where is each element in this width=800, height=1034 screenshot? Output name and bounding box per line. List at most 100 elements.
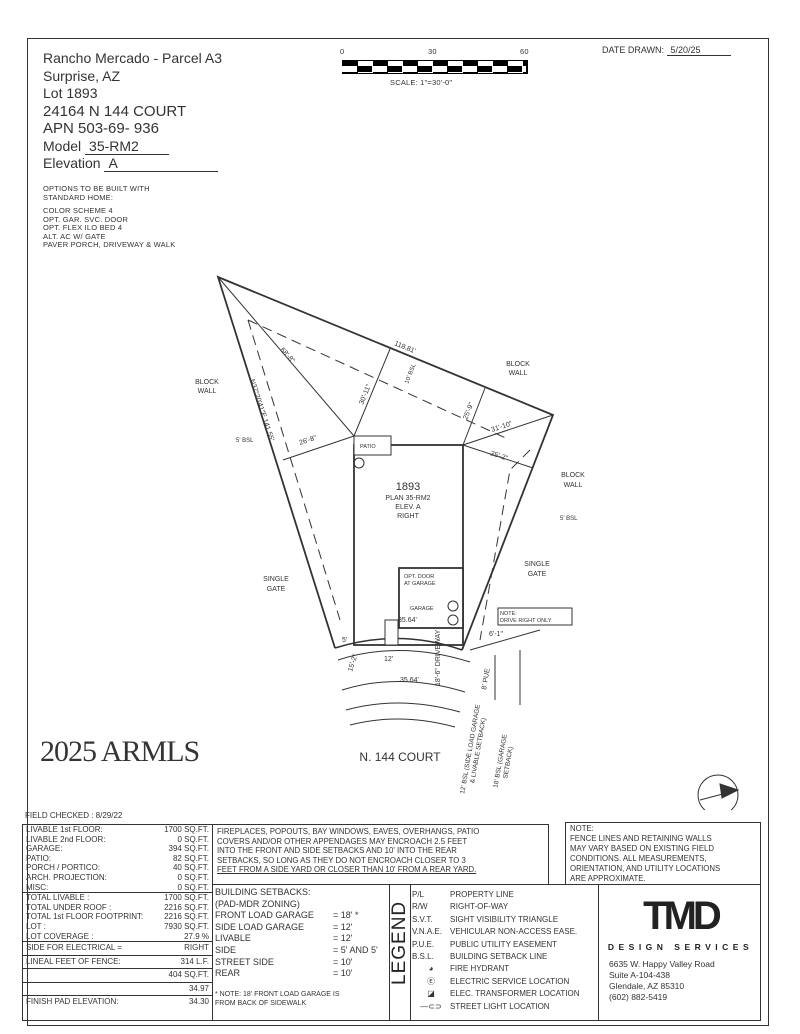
row-value: 0 SQ.FT. xyxy=(177,872,209,882)
setback-row: SIDE LOAD GARAGE= 12' xyxy=(215,921,353,932)
setback-row: FRONT LOAD GARAGE= 18' * xyxy=(215,910,359,921)
city: Surprise, AZ xyxy=(43,67,121,84)
legend-item: R/W RIGHT-OF-WAY xyxy=(412,901,598,913)
legend-text: ELEC. TRANSFORMER LOCATION xyxy=(450,989,580,999)
row-value: 0 SQ.FT. xyxy=(177,834,209,844)
table-row: TOTAL 1st FLOOR FOOTPRINT: 2216 SQ.FT. xyxy=(23,912,212,922)
row-value: 34.97 xyxy=(188,983,209,993)
table-row: GARAGE:394 SQ.FT. xyxy=(23,844,212,854)
single-gate-left: SINGLE xyxy=(263,576,289,583)
legend-symbol: Ⓔ xyxy=(427,976,435,986)
row-label: TOTAL 1st FLOOR FOOTPRINT: xyxy=(26,912,144,922)
row-value: 34.30 xyxy=(188,997,209,1007)
legend-text: SIGHT VISIBILITY TRIANGLE xyxy=(450,914,559,924)
row-value: 1700 SQ.FT. xyxy=(164,893,209,903)
legend-symbol: R/W xyxy=(412,902,428,912)
row-label: SIDE FOR ELECTRICAL = xyxy=(26,943,122,953)
garage-label: GARAGE xyxy=(410,606,434,612)
side-bsl-right: 5' BSL xyxy=(560,516,578,522)
rear-bsl: 10' BSL xyxy=(404,363,418,385)
street-name: N. 144 COURT xyxy=(359,750,441,764)
legend-text: STREET LIGHT LOCATION xyxy=(450,1001,550,1011)
legend-symbol: B.S.L. xyxy=(412,952,434,962)
row-value: 7930 SQ.FT. xyxy=(164,921,209,931)
legend-text: FIRE HYDRANT xyxy=(450,964,510,974)
dim-pue: 8' PUE xyxy=(481,668,492,691)
legend-symbol: P.U.E. xyxy=(412,939,435,949)
dim-driveway: 18'-6" DRIVEWAY xyxy=(435,629,442,686)
legend-item: B.S.L. BUILDING SETBACK LINE xyxy=(412,951,598,963)
side-label: RIGHT xyxy=(397,513,420,520)
page-border xyxy=(27,38,769,1026)
row-label: PORCH / PORTICO: xyxy=(26,863,101,873)
legend-text: BUILDING SETBACK LINE xyxy=(450,952,548,962)
legend-text: RIGHT-OF-WAY xyxy=(450,902,509,912)
row-label: LIVABLE 2nd FLOOR: xyxy=(26,834,106,844)
legend-text: PROPERTY LINE xyxy=(450,890,514,899)
legend-text: PUBLIC UTILITY EASEMENT xyxy=(450,939,557,949)
dim-d1: 68'-8" xyxy=(279,347,296,365)
legend-symbol: S.V.T. xyxy=(412,914,433,924)
row-value: 2216 SQ.FT. xyxy=(164,912,209,922)
setback-row: LIVABLE= 12' xyxy=(215,933,353,944)
row-value: 0 SQ.FT. xyxy=(177,882,209,892)
drive-note: DRIVE RIGHT ONLY xyxy=(500,618,552,624)
hose-bib-icon xyxy=(447,600,459,612)
elevation: Elevation A xyxy=(43,155,222,173)
table-row: TOTAL UNDER ROOF :2216 SQ.FT. xyxy=(23,903,212,913)
legend-item: Ⓔ ELECTRIC SERVICE LOCATION xyxy=(412,976,598,988)
dim-d8: 6'-1" xyxy=(489,631,503,638)
opt-door-label: OPT. DOOR xyxy=(404,574,434,580)
legend-title-cell: LEGEND xyxy=(389,884,411,1021)
single-gate-right: GATE xyxy=(528,571,547,578)
dim-top: 118.81' xyxy=(393,340,416,355)
legend-text: ELECTRIC SERVICE LOCATION xyxy=(450,976,570,986)
dim-frontage: 35.64' xyxy=(400,677,419,684)
drive-note: NOTE: xyxy=(500,611,517,617)
note-box xyxy=(497,607,573,626)
date-drawn: DATE DRAWN: 5/20/25 xyxy=(602,45,731,56)
patio xyxy=(353,435,392,456)
legend-symbol: V.N.A.E. xyxy=(412,927,442,937)
setback-row: REAR= 10' xyxy=(215,968,353,979)
single-gate-left: GATE xyxy=(267,586,286,593)
company-tagline: DESIGN SERVICES xyxy=(607,942,754,952)
table-row: LOT : 7930 SQ.FT. xyxy=(23,922,212,932)
legend-symbol: —⊂⊃ xyxy=(420,1001,442,1011)
address: 24164 N 144 COURT xyxy=(43,102,187,120)
elev-label: ELEV. A xyxy=(395,504,421,511)
row-value: 27.9 % xyxy=(184,931,209,941)
dim-left: N37°20'41"E 141.55' xyxy=(248,378,276,442)
field-checked: FIELD CHECKED : 8/29/22 xyxy=(25,811,123,820)
table-row: SIDE FOR ELECTRICAL =RIGHT xyxy=(23,942,212,955)
project-name: Rancho Mercado - Parcel A3 xyxy=(43,50,222,66)
row-label: ARCH. PROJECTION: xyxy=(26,872,107,882)
company-block: TMD DESIGN SERVICES 6635 W. Happy Valley… xyxy=(598,884,762,1021)
legend-item: V.N.A.E. VEHICULAR NON-ACCESS EASE. xyxy=(412,926,598,938)
table-row: FINISH PAD ELEVATION:34.30 xyxy=(23,995,212,1009)
row-value: 82 SQ.FT. xyxy=(172,853,209,863)
row-label: LINEAL FEET OF FENCE: xyxy=(26,956,121,966)
table-row: LOT COVERAGE : 27.9 % xyxy=(23,932,212,942)
plan-label: PLAN 35-RM2 xyxy=(385,495,430,502)
fire-hydrant-icon xyxy=(353,457,365,469)
legend-item: —⊂⊃ STREET LIGHT LOCATION xyxy=(412,1001,598,1013)
porch xyxy=(384,619,399,646)
legend-item: ◪ELEC. TRANSFORMER LOCATION xyxy=(412,988,598,1000)
row-label: TOTAL LIVABLE : xyxy=(26,893,90,903)
row-label: TOTAL UNDER ROOF : xyxy=(26,902,112,912)
table-row: LINEAL FEET OF FENCE:314 L.F. xyxy=(23,954,212,969)
legend-text: VEHICULAR NON-ACCESS EASE. xyxy=(450,927,578,937)
table-row: MISC:0 SQ.FT. xyxy=(23,883,212,893)
row-label: LOT : xyxy=(26,921,46,931)
row-label: LIVABLE 1st FLOOR: xyxy=(26,825,103,834)
dim-d7: 15'-2" xyxy=(347,653,359,673)
side-bsl-left: 5' BSL xyxy=(236,438,254,444)
lot-label: 1893 xyxy=(396,481,420,493)
block-wall-top: BLOCK xyxy=(506,361,530,368)
watermark: 2025 ARMLS xyxy=(40,735,200,768)
row-label: LOT COVERAGE : xyxy=(26,931,94,941)
